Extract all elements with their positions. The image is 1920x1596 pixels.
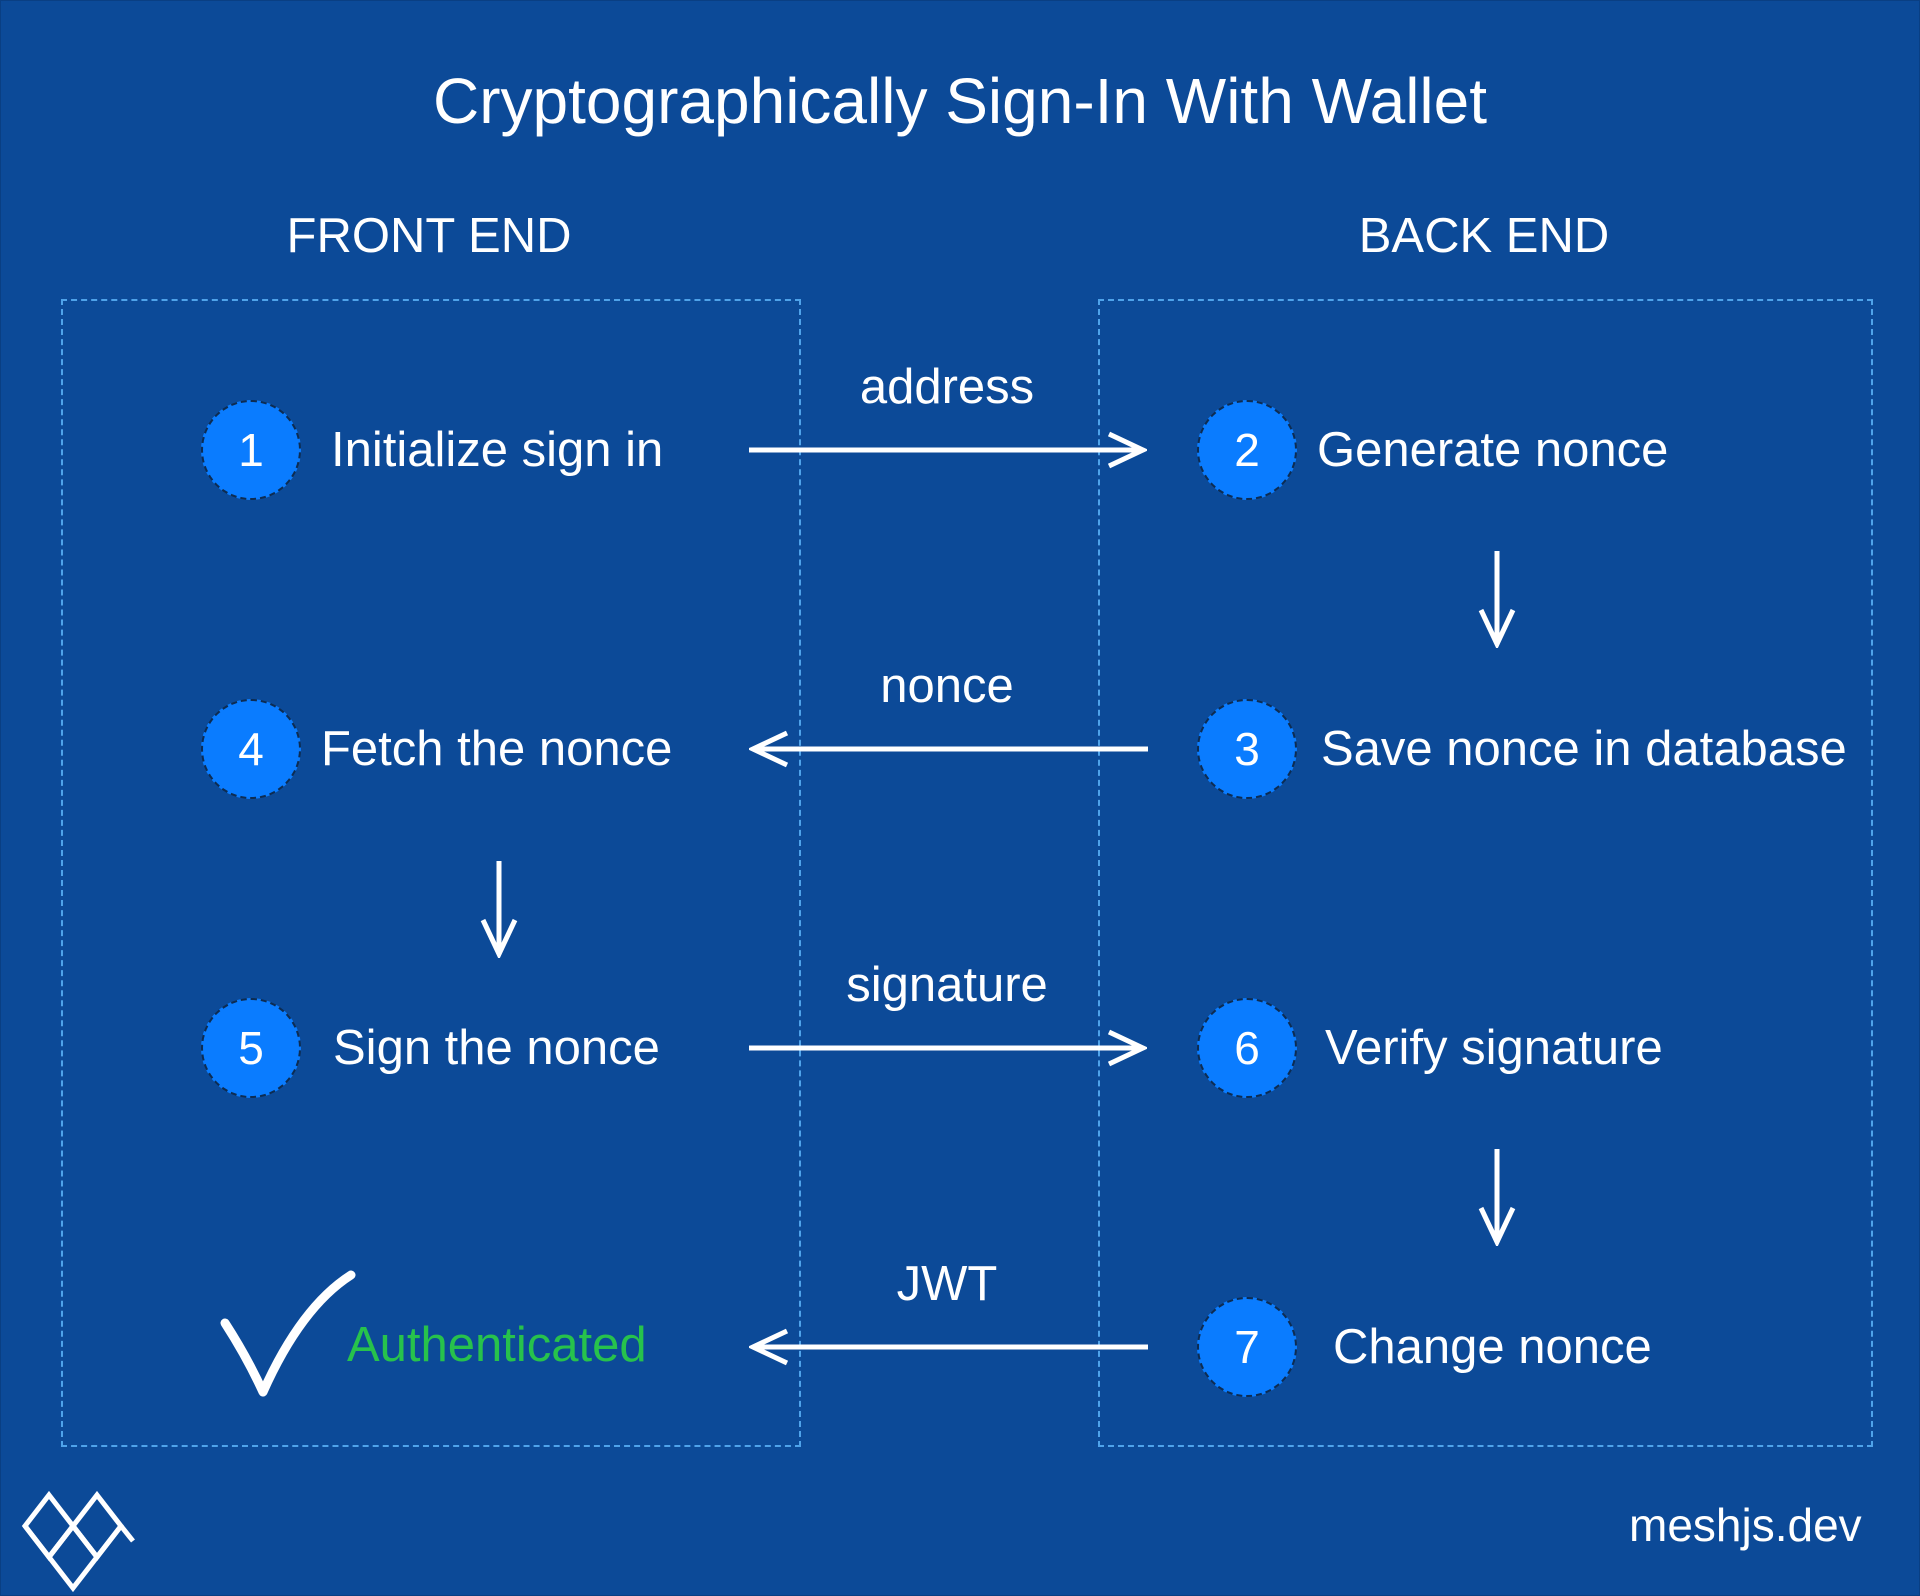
back-end-panel: [1098, 299, 1873, 1447]
checkmark-icon: [220, 1270, 356, 1397]
message-nonce: nonce: [880, 659, 1014, 713]
step-7-label: Change nonce: [1333, 1320, 1652, 1374]
step-2-label: Generate nonce: [1317, 423, 1669, 477]
step-4-badge: 4: [201, 699, 301, 799]
mesh-logo-icon: [21, 1490, 135, 1593]
message-jwt: JWT: [896, 1257, 998, 1311]
step-6: 6 Verify signature: [1197, 998, 1857, 1098]
message-address: address: [859, 360, 1035, 414]
authenticated-label: Authenticated: [347, 1318, 647, 1372]
back-end-heading: BACK END: [1358, 209, 1610, 263]
step-6-label: Verify signature: [1325, 1021, 1663, 1075]
step-2: 2 Generate nonce: [1197, 400, 1857, 500]
front-end-panel: [61, 299, 801, 1447]
front-end-heading: FRONT END: [286, 209, 572, 263]
step-4-label: Fetch the nonce: [321, 722, 673, 776]
step-5: 5 Sign the nonce: [201, 998, 721, 1098]
step-3-label: Save nonce in database: [1321, 722, 1847, 776]
message-signature: signature: [846, 958, 1048, 1012]
diagram-title: Cryptographically Sign-In With Wallet: [433, 65, 1487, 137]
step-1: 1 Initialize sign in: [201, 400, 721, 500]
step-4: 4 Fetch the nonce: [201, 699, 721, 799]
step-2-badge: 2: [1197, 400, 1297, 500]
step-5-label: Sign the nonce: [333, 1021, 660, 1075]
step-1-badge: 1: [201, 400, 301, 500]
step-5-badge: 5: [201, 998, 301, 1098]
step-3: 3 Save nonce in database: [1197, 699, 1857, 799]
step-1-label: Initialize sign in: [331, 423, 664, 477]
step-7: 7 Change nonce: [1197, 1297, 1857, 1397]
step-7-badge: 7: [1197, 1297, 1297, 1397]
step-6-badge: 6: [1197, 998, 1297, 1098]
site-url: meshjs.dev: [1629, 1499, 1862, 1551]
step-3-badge: 3: [1197, 699, 1297, 799]
